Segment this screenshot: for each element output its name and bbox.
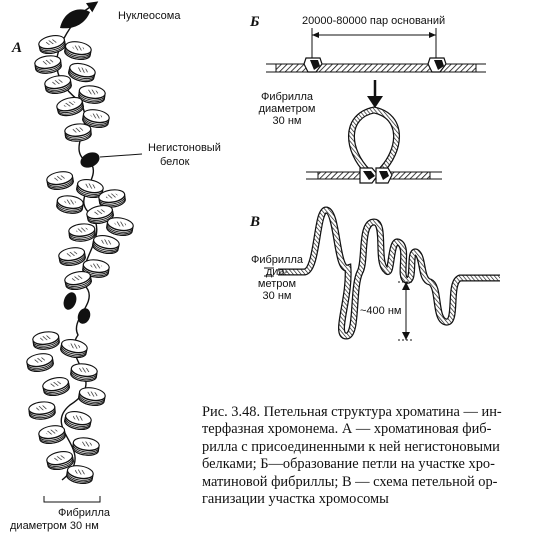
nucleosome-disc [64, 123, 92, 142]
nonhistone-protein-2 [63, 292, 77, 310]
nucleosome-highlight [60, 9, 90, 29]
nucleosome-disc [68, 223, 96, 242]
nonhistone-protein-1 [80, 152, 100, 168]
nucleosome-disc [60, 339, 88, 359]
caption-line: ганизации участка хромосомы [202, 491, 389, 508]
nucleosome-disc [106, 217, 134, 236]
nucleosome-disc [86, 205, 114, 225]
nucleosome-disc [38, 425, 66, 444]
fibril-a-label-line1: Фибрилла [57, 507, 111, 519]
caption-line: рилла с присоединенными к ней негистонов… [202, 438, 500, 455]
base-pair-length-label: 20000-80000 пар оснований [302, 15, 446, 27]
nucleosome-disc [46, 171, 74, 190]
nucleosome-disc [56, 96, 84, 117]
nucleosome-disc [64, 41, 92, 60]
nucleosome-disc [68, 62, 96, 83]
fibril-v-label-line3: метром [257, 278, 297, 290]
nucleosome-disc [42, 377, 70, 397]
nucleosome-disc [92, 235, 120, 255]
nucleosome-disc [26, 353, 54, 372]
fiber-width-bracket [43, 496, 101, 503]
nucleosome-disc [78, 85, 106, 104]
fibril-v-label-line4: 30 нм [262, 290, 292, 302]
nucleosome-disc [56, 195, 84, 214]
caption-line: Рис. 3.48. Петельная структура хроматина… [202, 404, 502, 420]
loop-size-label: ~400 нм [360, 305, 402, 317]
nucleosome-disc [72, 437, 100, 456]
nucleosome-disc [66, 465, 94, 484]
nonhistone-pointer [99, 153, 143, 158]
caption-line: белками; Б—образование петли на участке … [202, 456, 495, 473]
fibril-a-label-line2: диаметром 30 нм [10, 520, 99, 532]
fibril-b-label-line1: Фибрилла [260, 91, 314, 103]
nucleosome-disc [34, 55, 62, 74]
nonhistone-label-line2: белок [160, 156, 190, 168]
nucleosome-disc [64, 271, 92, 291]
nucleosome-disc [70, 363, 98, 382]
fibril-b-label-line3: 30 нм [272, 115, 302, 127]
fibril-b-label-line2: диаметром [258, 103, 316, 115]
nucleosome-disc [64, 411, 92, 431]
figure-caption: Рис. 3.48. Петельная структура хроматина… [202, 404, 554, 508]
fibril-v-label-line2: диа- [265, 266, 289, 278]
nucleosome-label: Нуклеосома [118, 10, 181, 22]
panel-v-letter: В [250, 214, 261, 230]
nucleosome-disc [38, 35, 66, 55]
nonhistone-label-line1: Негистоновый [148, 142, 221, 154]
nucleosome-pointer-arrow [79, 1, 99, 15]
nonhistone-protein-3 [77, 308, 91, 324]
nucleosome-disc [44, 75, 72, 94]
panel-a-letter: А [12, 40, 23, 56]
panel-b-loop-formation [266, 28, 486, 184]
panel-v-loop-organization [264, 206, 500, 341]
nucleosome-disc [32, 331, 60, 350]
fibril-v-label-line1: Фибрилла [250, 254, 304, 266]
panel-b-letter: Б [250, 14, 260, 30]
nucleosome-stack [26, 35, 134, 484]
caption-line: терфазная хромонема. А — хроматиновая фи… [202, 421, 492, 438]
nucleosome-disc [82, 109, 110, 128]
caption-line: матиновой фибриллы; В — схема петельной … [202, 473, 498, 490]
nucleosome-disc [58, 247, 86, 266]
panel-a-fiber [26, 1, 143, 503]
nucleosome-disc [78, 387, 106, 406]
nucleosome-disc [28, 401, 56, 420]
nucleosome-disc [98, 189, 126, 208]
nucleosome-disc [46, 451, 74, 471]
straight-fibril [275, 63, 477, 73]
